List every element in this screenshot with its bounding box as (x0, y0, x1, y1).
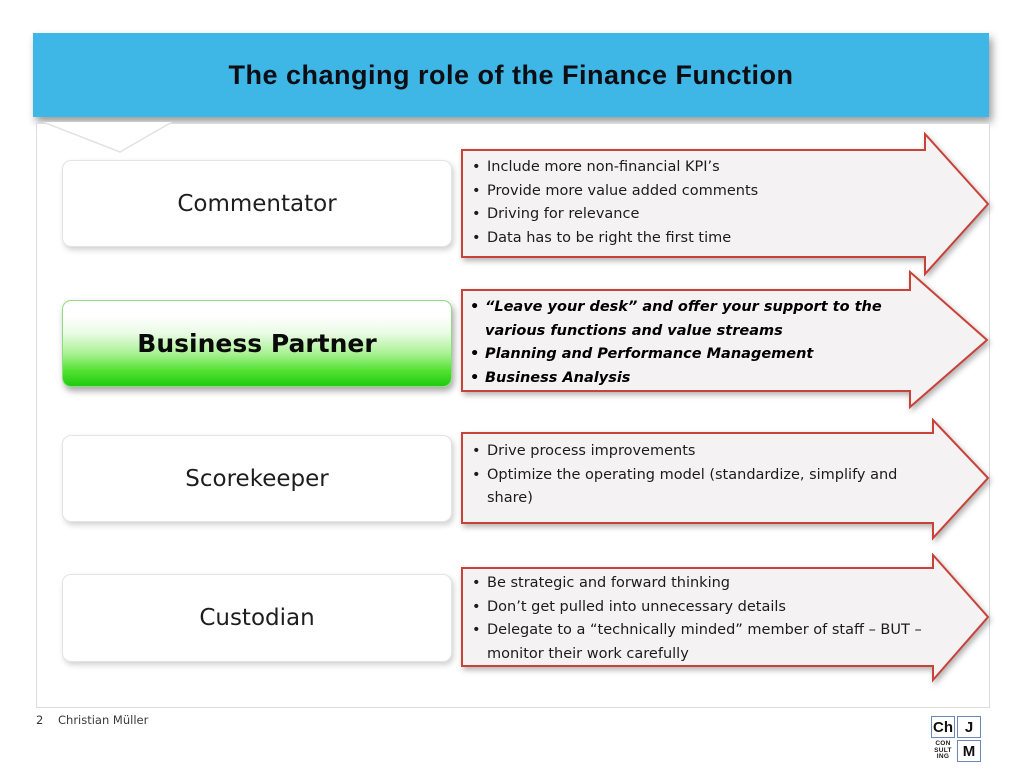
logo-consulting-text: CON SULT ING (931, 740, 955, 762)
bullet-item: Planning and Performance Management (468, 343, 938, 367)
logo-consulting-line: CON (935, 740, 951, 748)
bullet-item: Drive process improvements (470, 440, 940, 464)
bullet-item: Delegate to a “technically minded” membe… (470, 619, 970, 666)
bullet-item: Business Analysis (468, 367, 938, 391)
logo-cell-m: M (957, 740, 981, 762)
bullet-item: Optimize the operating model (standardiz… (470, 464, 940, 511)
role-label: Scorekeeper (185, 465, 329, 492)
author-name: Christian Müller (58, 713, 149, 727)
callout-custodian: Be strategic and forward thinking Don’t … (470, 572, 970, 666)
slide-title: The changing role of the Finance Functio… (228, 59, 794, 90)
callout-scorekeeper: Drive process improvements Optimize the … (470, 440, 940, 511)
chevron-down-icon (42, 121, 173, 153)
title-bar: The changing role of the Finance Functio… (33, 33, 989, 117)
bullet-list: Be strategic and forward thinking Don’t … (470, 572, 970, 666)
bullet-item: Provide more value added comments (470, 180, 920, 204)
bullet-list: Drive process improvements Optimize the … (470, 440, 940, 511)
bullet-list: Include more non-financial KPI’s Provide… (470, 156, 920, 250)
role-box-custodian: Custodian (62, 574, 452, 662)
callout-business-partner: “Leave your desk” and offer your support… (468, 296, 938, 390)
logo-cell-ch: Ch (931, 716, 955, 738)
bullet-item: Be strategic and forward thinking (470, 572, 970, 596)
bullet-item: “Leave your desk” and offer your support… (468, 296, 938, 343)
chjm-consulting-logo: Ch J CON SULT ING M (931, 716, 981, 762)
role-label: Business Partner (137, 329, 377, 358)
logo-cell-j: J (957, 716, 981, 738)
bullet-list: “Leave your desk” and offer your support… (468, 296, 938, 390)
bullet-item: Don’t get pulled into unnecessary detail… (470, 596, 970, 620)
logo-consulting-line: ING (936, 753, 950, 761)
bullet-item: Data has to be right the first time (470, 227, 920, 251)
bullet-item: Driving for relevance (470, 203, 920, 227)
logo-consulting-line: SULT (934, 746, 952, 754)
callout-commentator: Include more non-financial KPI’s Provide… (470, 156, 920, 250)
bullet-item: Include more non-financial KPI’s (470, 156, 920, 180)
role-box-business-partner: Business Partner (62, 300, 452, 387)
role-box-commentator: Commentator (62, 160, 452, 247)
role-box-scorekeeper: Scorekeeper (62, 435, 452, 522)
role-label: Custodian (199, 605, 315, 631)
role-label: Commentator (177, 190, 337, 217)
page-number: 2 (36, 713, 44, 727)
